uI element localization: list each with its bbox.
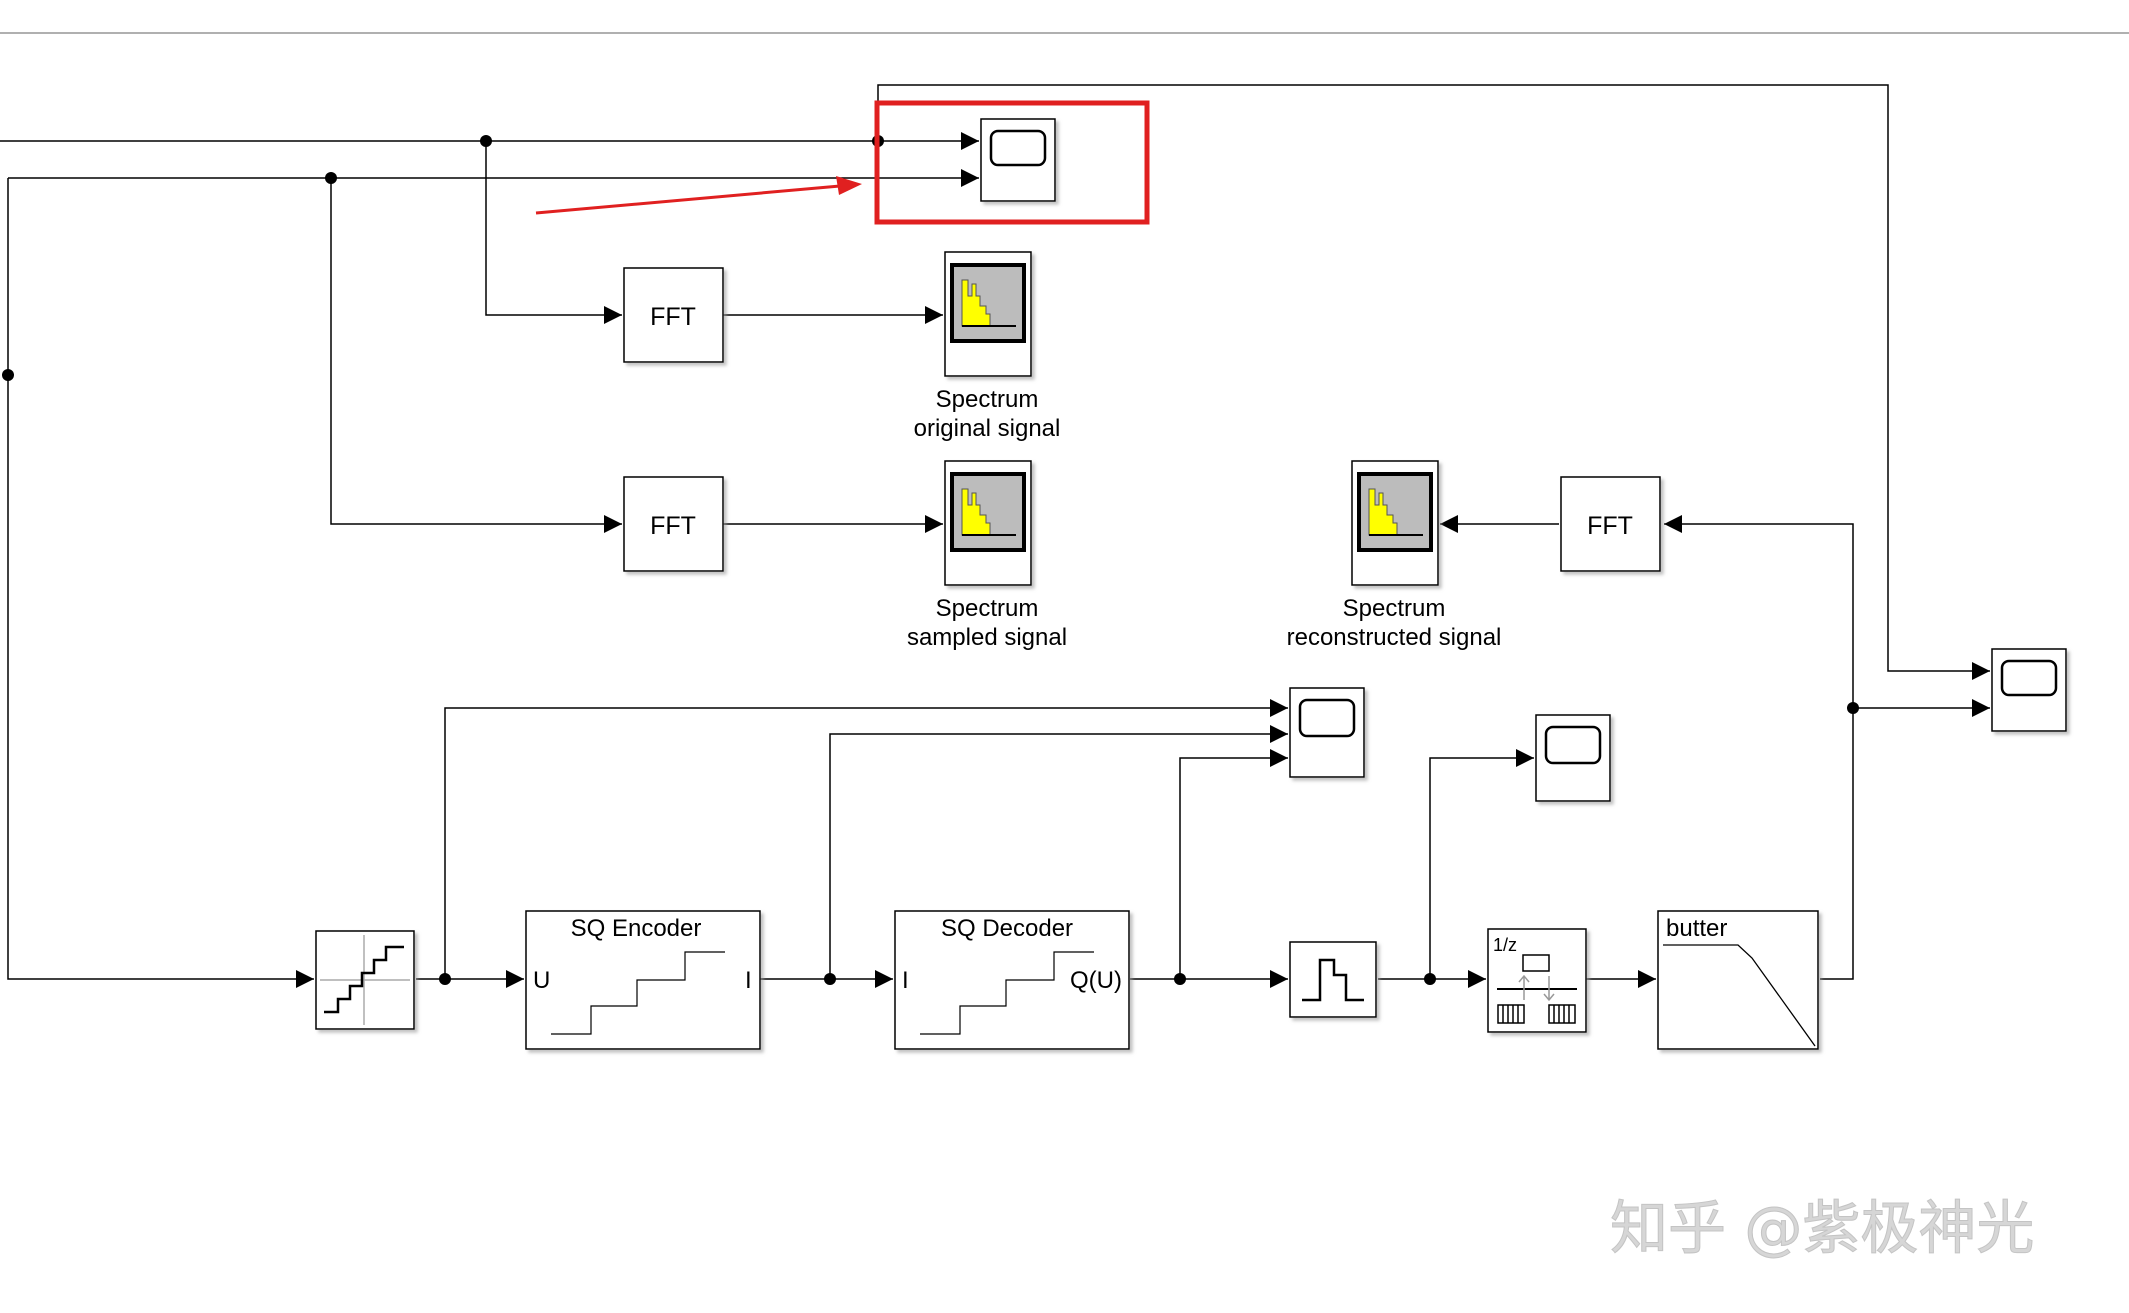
decoder-staircase-icon	[920, 951, 1094, 1035]
sq-encoder-title: SQ Encoder	[571, 915, 702, 942]
sq-decoder-input-port: I	[902, 967, 909, 994]
fft-label: FFT	[650, 303, 696, 331]
spectrum-bars-icon	[961, 279, 991, 327]
sq-decoder-title: SQ Decoder	[941, 915, 1073, 942]
spectrum-sampled-label-line2: sampled signal	[907, 624, 1067, 651]
butter-filter-block[interactable]: butter	[1657, 910, 1819, 1050]
scope-screen-icon	[989, 129, 1047, 167]
zero-order-hold-block[interactable]	[1289, 941, 1377, 1018]
scope-block-three-input[interactable]	[1289, 687, 1365, 778]
staircase-icon	[324, 945, 404, 1014]
encoder-staircase-icon	[551, 951, 725, 1035]
scope-screen-icon	[2000, 659, 2058, 697]
red-arrow	[535, 184, 841, 215]
scope-screen-icon	[1544, 725, 1602, 765]
spectrum-original-label-line2: original signal	[914, 415, 1061, 442]
spectrum-reconstructed-label-line2: reconstructed signal	[1287, 624, 1502, 651]
spectrum-reconstructed-label-line1: Spectrum	[1343, 595, 1446, 622]
highlight-box	[874, 100, 1150, 225]
buffer-icon	[1522, 954, 1550, 972]
scope-block-top[interactable]	[980, 118, 1056, 202]
fft-block-sampled[interactable]: FFT	[623, 476, 724, 572]
spectrum-sampled-label-line1: Spectrum	[936, 595, 1039, 622]
sq-decoder-output-port: Q(U)	[1070, 967, 1122, 994]
spectrum-scope-sampled[interactable]	[944, 460, 1032, 586]
delay-buffer-block[interactable]: 1/z	[1487, 928, 1587, 1033]
register-icon	[1497, 1004, 1576, 1024]
spectrum-original-label-line1: Spectrum	[936, 386, 1039, 413]
fft-block-reconstructed[interactable]: FFT	[1560, 476, 1661, 572]
butter-label: butter	[1666, 915, 1727, 942]
spectrum-bars-icon	[961, 488, 991, 536]
fft-label: FFT	[650, 512, 696, 540]
spectrum-scope-original[interactable]	[944, 251, 1032, 377]
fft-block-original[interactable]: FFT	[623, 267, 724, 363]
watermark: 知乎 @紫极神光	[1610, 1194, 2034, 1262]
sq-encoder-output-port: I	[745, 967, 752, 994]
lowpass-response-icon	[1663, 944, 1816, 1047]
sq-encoder-block[interactable]: SQ Encoder U I	[525, 910, 761, 1050]
pulse-icon	[1302, 958, 1364, 1002]
sq-encoder-input-port: U	[533, 967, 550, 994]
fft-label: FFT	[1587, 512, 1633, 540]
red-annotation	[535, 100, 1150, 225]
spectrum-scope-reconstructed[interactable]	[1351, 460, 1439, 586]
scope-block-delay-output[interactable]	[1535, 714, 1611, 802]
delay-label: 1/z	[1493, 935, 1517, 955]
quantizer-block[interactable]	[315, 930, 415, 1030]
scope-block-right[interactable]	[1991, 648, 2067, 732]
spectrum-bars-icon	[1368, 488, 1398, 536]
scope-screen-icon	[1298, 698, 1356, 738]
red-arrow-head	[836, 176, 862, 195]
sq-decoder-block[interactable]: SQ Decoder I Q(U)	[894, 910, 1130, 1050]
signal-lines	[0, 84, 1990, 988]
